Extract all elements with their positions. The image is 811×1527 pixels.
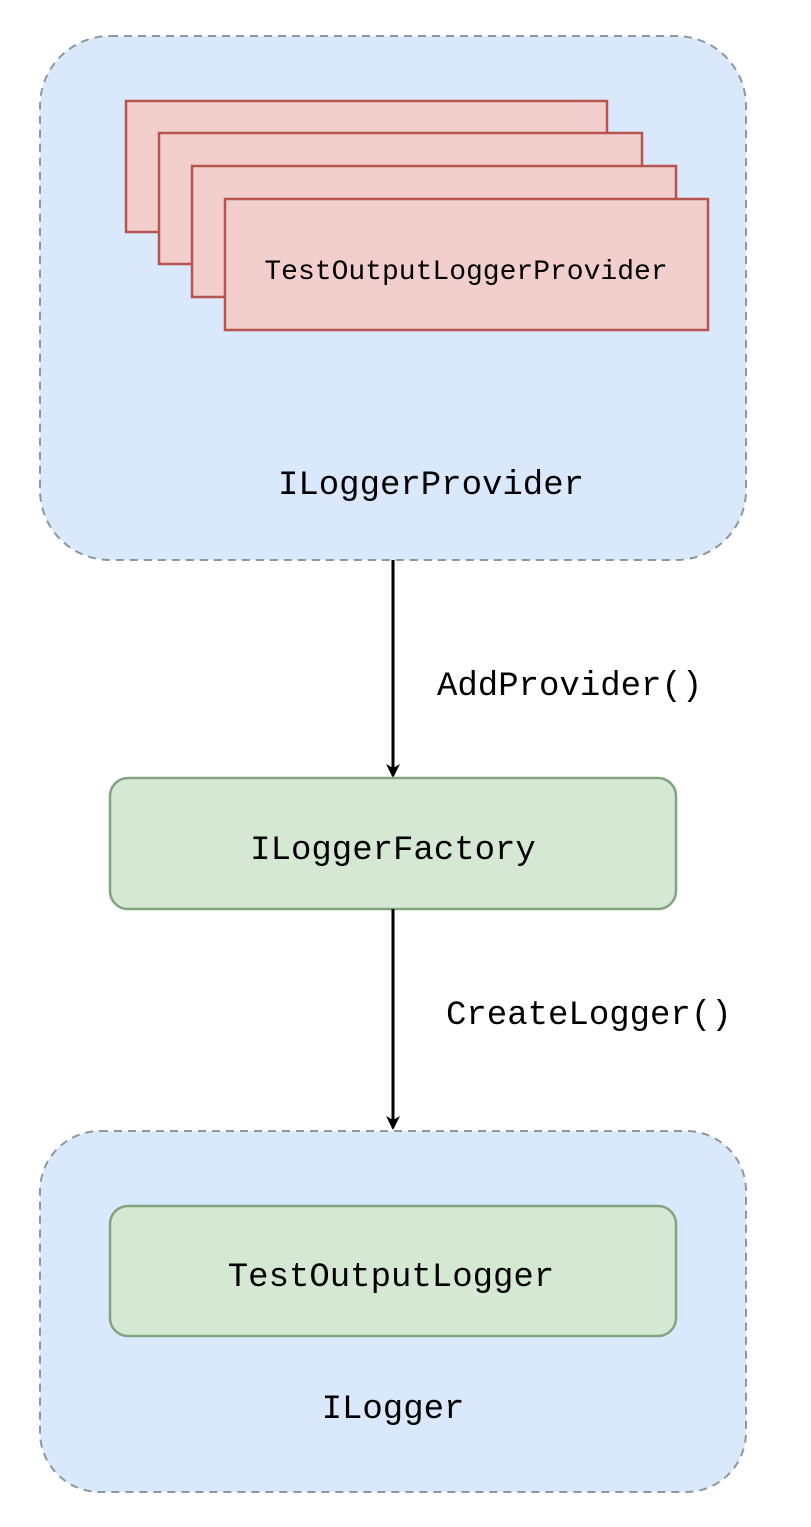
logger-group-label: ILogger <box>322 1391 465 1429</box>
logger-group: TestOutputLogger ILogger <box>39 1130 747 1493</box>
provider-card-label: TestOutputLoggerProvider <box>264 257 667 288</box>
logger-provider-group-label: ILoggerProvider <box>278 467 584 505</box>
logger-provider-group: TestOutputLoggerProvider ILoggerProvider <box>39 35 747 561</box>
logger-factory-node: ILoggerFactory <box>108 776 678 911</box>
create-logger-edge: CreateLogger() <box>386 909 732 1130</box>
create-logger-label: CreateLogger() <box>446 997 732 1035</box>
add-provider-edge: AddProvider() <box>386 560 702 778</box>
provider-stack: TestOutputLoggerProvider <box>124 99 710 332</box>
logger-factory-label: ILoggerFactory <box>250 832 536 870</box>
test-output-logger-box <box>108 1204 678 1338</box>
add-provider-label: AddProvider() <box>437 668 702 706</box>
test-output-logger-label: TestOutputLogger <box>228 1259 554 1297</box>
provider-card-1 <box>223 197 710 332</box>
